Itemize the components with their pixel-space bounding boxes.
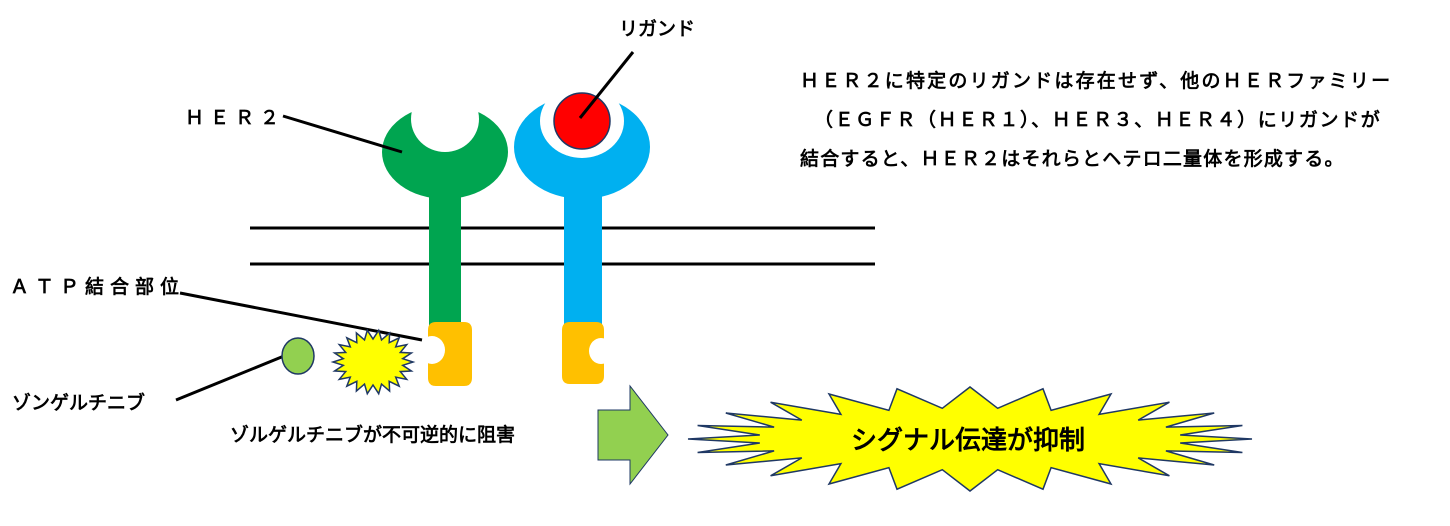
her2-leader-line [282,114,403,154]
ligand-label: リガンド [619,18,696,40]
description-line: 結合すると、ＨＥＲ２はそれらとヘテロ二量体を形成する。 [800,148,1345,170]
description-line: （ＥＧＦＲ（ＨＥＲ１）、ＨＥＲ３、ＨＥＲ４）にリガンドが [814,109,1382,131]
result-label: シグナル伝達が抑制 [850,426,1085,456]
her2-kinase-domain [419,322,472,386]
drug-molecule [281,337,315,375]
her2-label: ＨＥＲ２ [185,107,286,129]
description-text: ＨＥＲ２に特定のリガンドは存在せず、他のＨＥＲファミリー （ＥＧＦＲ（ＨＥＲ１）… [800,62,1440,179]
drug-label: ゾンゲルチニブ [12,392,146,414]
atp-site-label: ＡＴＰ結合部位 [10,276,186,298]
ligand-molecule [553,92,611,150]
inhibition-label: ゾルゲルチニブが不可逆的に阻害 [230,424,516,446]
description-line: ＨＥＲ２に特定のリガンドは存在せず、他のＨＥＲファミリー [800,70,1393,92]
result-burst [687,386,1253,492]
her2-receptor [382,86,508,330]
ligand-leader-line [578,51,635,119]
drug-burst [330,328,416,396]
drug-leader-line [175,354,285,402]
partner-kinase-domain [562,322,613,384]
result-arrow [597,384,669,486]
atp-site-leader-line [179,291,423,342]
